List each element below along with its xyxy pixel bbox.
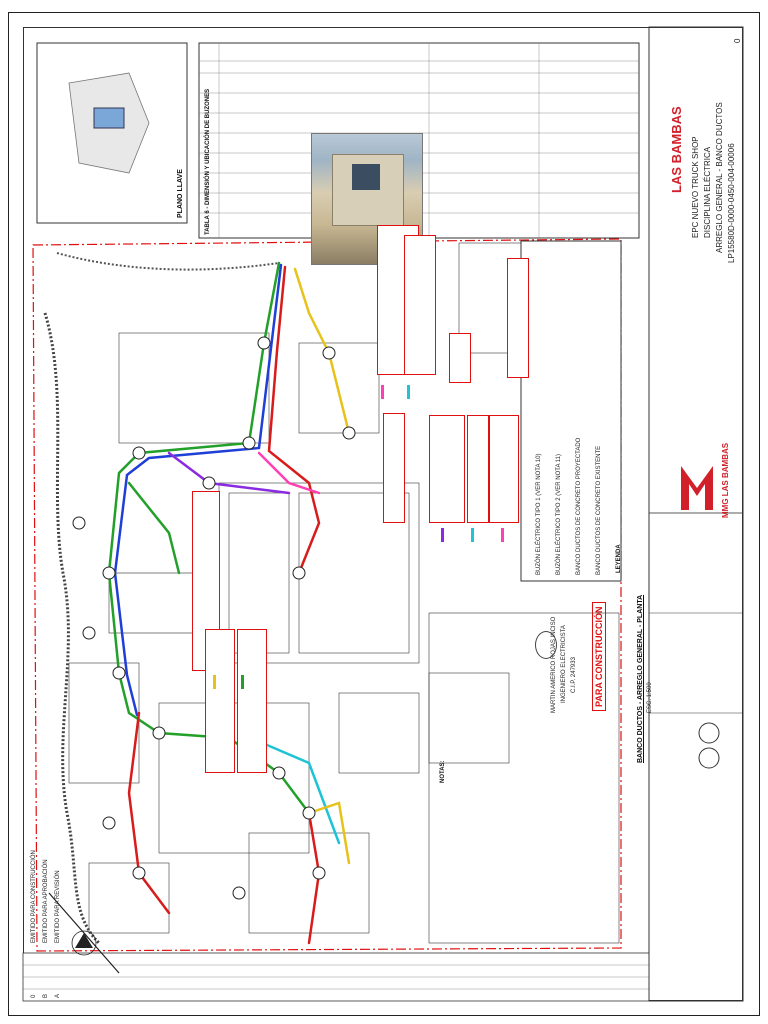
para-construccion-stamp: PARA CONSTRUCCIÓN: [592, 602, 606, 711]
annotation-box: [507, 258, 529, 378]
legend-title: LEYENDA: [616, 544, 622, 573]
notes-title: NOTAS:: [440, 760, 446, 783]
legend-item: BUZÓN ELÉCTRICO TIPO 2 (VER NOTA 11): [556, 453, 562, 575]
drawing-scale: ESC. 1:500: [647, 682, 653, 713]
revision-number: 0: [733, 38, 742, 43]
mmg-logo-icon: [677, 458, 717, 518]
discipline: DISCIPLINA ELÉCTRICA: [703, 146, 712, 238]
revision-rev: 0: [31, 994, 37, 998]
annotation-box: [404, 235, 436, 375]
table-title: TABLA 6 - DIMENSIÓN Y UBICACIÓN DE BUZON…: [205, 88, 211, 235]
site-photo: [311, 133, 423, 265]
engineer-name: MARTIN AMERICO ROJAS INCISO: [551, 616, 557, 713]
north-arrow-icon: [48, 892, 120, 974]
engineer-cip: C.I.P. 247933: [571, 657, 577, 693]
color-mark: [441, 528, 444, 542]
color-mark: [381, 385, 384, 399]
revision-desc: EMITIDO PARA APROBACIÓN: [43, 859, 49, 943]
color-mark: [241, 675, 244, 689]
seal-icon: [535, 631, 557, 659]
revision-desc: EMITIDO PARA CONSTRUCCIÓN: [31, 850, 37, 943]
legend-item: BANCO DUCTOS DE CONCRETO PROYECTADO: [576, 437, 582, 575]
color-mark: [213, 675, 216, 689]
legend-item: BANCO DUCTOS DE CONCRETO EXISTENTE: [596, 445, 602, 575]
logo-text: MMG LAS BAMBAS: [721, 442, 730, 518]
key-plan-title: PLANO LLAVE: [177, 169, 184, 218]
color-mark: [471, 528, 474, 542]
revision-rev: A: [55, 993, 61, 998]
legend-item: BUZÓN ELÉCTRICO TIPO 1 (VER NOTA 10): [536, 453, 542, 575]
color-mark: [501, 528, 504, 542]
drawing-sheet: PLANO LLAVE TABLA 6 - DIMENSIÓN Y UBICAC…: [8, 12, 760, 1016]
annotation-box: [205, 629, 235, 773]
annotation-box: [429, 415, 465, 523]
drawing-number: LP15580D-0000-0450-004-00006: [727, 143, 736, 263]
annotation-box: [237, 629, 267, 773]
annotation-box: [467, 415, 489, 523]
annotation-box: [383, 413, 405, 523]
revision-desc: EMITIDO PARA REVISIÓN: [55, 870, 61, 943]
main-drawing-title: BANCO DUCTOS - ARREGLO GENERAL - PLANTA: [637, 594, 644, 763]
project-name: EPC NUEVO TRUCK SHOP: [691, 136, 700, 238]
revision-rev: B: [43, 993, 49, 998]
annotation-box: [489, 415, 519, 523]
color-mark: [407, 385, 410, 399]
engineer-title: INGENIERO ELECTRICISTA: [561, 625, 567, 703]
client-name: LAS BAMBAS: [669, 106, 684, 193]
drawing-title: ARREGLO GENERAL - BANCO DUCTOS: [715, 102, 724, 253]
photo-window: [352, 164, 380, 190]
annotation-box: [449, 333, 471, 383]
